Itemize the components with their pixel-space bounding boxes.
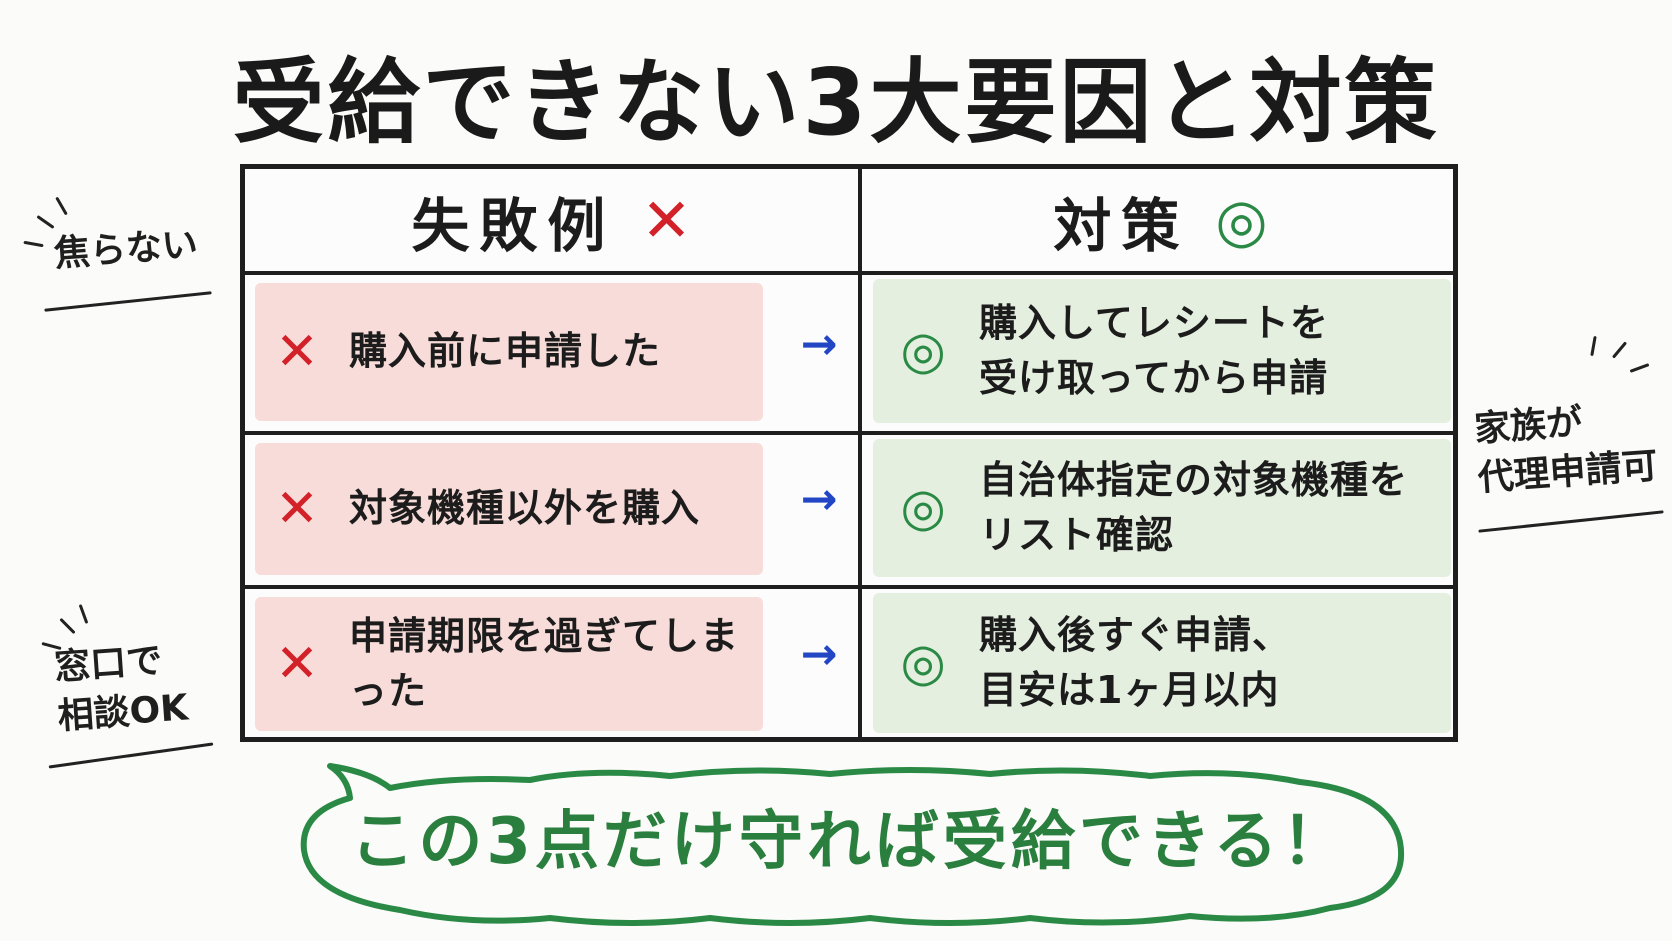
- note-underline: [1478, 510, 1664, 533]
- speech-bubble-outline: [300, 763, 1405, 926]
- table-divider: [245, 271, 1453, 275]
- table-row-failure: ✕ 対象機種以外を購入: [255, 443, 763, 575]
- cross-icon: ✕: [275, 634, 319, 694]
- table-divider: [245, 431, 1453, 435]
- countermeasure-text: 自治体指定の対象機種を リスト確認: [979, 457, 1409, 557]
- failure-text: 購入前に申請した: [349, 329, 662, 374]
- emphasis-tick: [23, 240, 44, 248]
- table-row-failure: ✕ 申請期限を過ぎてしまった: [255, 597, 763, 731]
- arrow-right-icon: →: [800, 319, 838, 370]
- table-row-failure: ✕ 購入前に申請した: [255, 283, 763, 421]
- double-circle-icon: ◎: [1215, 185, 1268, 256]
- emphasis-tick: [1611, 341, 1628, 359]
- cross-icon: ✕: [275, 322, 319, 382]
- emphasis-tick: [1629, 363, 1650, 373]
- page-title: 受給できない3大要因と対策: [232, 49, 1440, 156]
- header-countermeasures: 対策 ◎: [862, 169, 1459, 272]
- double-circle-icon: ◎: [900, 478, 946, 538]
- arrow-right-icon: →: [800, 629, 838, 680]
- bubble-message: この3点だけ守れば受給できる！: [350, 805, 1350, 879]
- header-failure-examples: 失敗例 ✕: [245, 169, 858, 272]
- cross-icon: ✕: [641, 185, 692, 256]
- emphasis-tick: [36, 215, 55, 229]
- note-family-proxy: 家族が 代理申請可: [1473, 401, 1659, 499]
- emphasis-tick: [1590, 335, 1597, 357]
- double-circle-icon: ◎: [900, 633, 946, 693]
- note-dont-rush: 焦らない: [52, 224, 200, 275]
- note-consult-window: 窓口で 相談OK: [52, 640, 190, 738]
- double-circle-icon: ◎: [900, 321, 946, 381]
- emphasis-tick: [55, 196, 68, 216]
- table-row-countermeasure: ◎ 購入してレシートを 受け取ってから申請: [873, 279, 1451, 423]
- emphasis-tick: [78, 604, 89, 624]
- header-label: 失敗例: [411, 191, 616, 260]
- speech-bubble: [300, 763, 1405, 926]
- table-divider: [245, 585, 1453, 589]
- comparison-table: 失敗例 ✕ 対策 ◎ ✕ 購入前に申請した → ◎ 購入してレシートを 受け取っ…: [240, 164, 1458, 742]
- countermeasure-text: 購入してレシートを 受け取ってから申請: [979, 300, 1329, 400]
- header-label: 対策: [1053, 191, 1190, 260]
- note-underline: [48, 742, 214, 769]
- countermeasure-text: 購入後すぐ申請、 目安は1ヶ月以内: [979, 612, 1292, 712]
- table-row-countermeasure: ◎ 自治体指定の対象機種を リスト確認: [873, 439, 1451, 577]
- cross-icon: ✕: [275, 479, 319, 539]
- table-divider: [858, 169, 862, 737]
- table-row-countermeasure: ◎ 購入後すぐ申請、 目安は1ヶ月以内: [873, 593, 1451, 733]
- emphasis-tick: [59, 617, 76, 635]
- note-underline: [44, 291, 212, 312]
- failure-text: 申請期限を過ぎてしまった: [349, 613, 740, 713]
- failure-text: 対象機種以外を購入: [349, 486, 701, 531]
- arrow-right-icon: →: [800, 474, 838, 525]
